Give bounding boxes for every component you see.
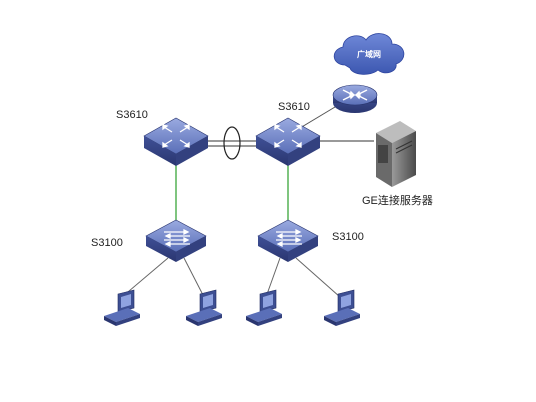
server-label: GE连接服务器 — [362, 194, 433, 207]
core-switch-right: S3610 — [255, 101, 321, 166]
layer3-switch-icon — [255, 117, 321, 166]
link-access-pc3 — [265, 257, 281, 298]
core-switch-left: S3610 — [116, 109, 209, 166]
access-left-label: S3100 — [91, 237, 123, 249]
layer2-switch-icon — [145, 219, 207, 262]
server-icon — [376, 121, 416, 187]
core-right-label: S3610 — [278, 101, 310, 113]
access-right-label: S3100 — [332, 231, 364, 243]
layer2-switch-icon — [257, 219, 319, 262]
link-aggregation-ring — [223, 126, 241, 160]
access-switch-left: S3100 — [91, 219, 207, 262]
link-access-pc1 — [121, 257, 169, 298]
computer-icon — [324, 289, 360, 326]
link-core-router — [299, 103, 341, 129]
router-icon — [332, 84, 378, 113]
link-access-pc2 — [183, 257, 205, 298]
computer-icon — [246, 289, 282, 326]
access-switch-right: S3100 — [257, 219, 364, 262]
links — [121, 103, 374, 298]
layer3-switch-icon — [143, 117, 209, 166]
computer-icon — [104, 289, 140, 326]
wan-label: 广域网 — [357, 49, 381, 59]
wan-cloud-icon: 广域网 — [333, 33, 405, 75]
core-left-label: S3610 — [116, 109, 148, 121]
computer-icon — [186, 289, 222, 326]
link-access-pc4 — [295, 257, 341, 298]
